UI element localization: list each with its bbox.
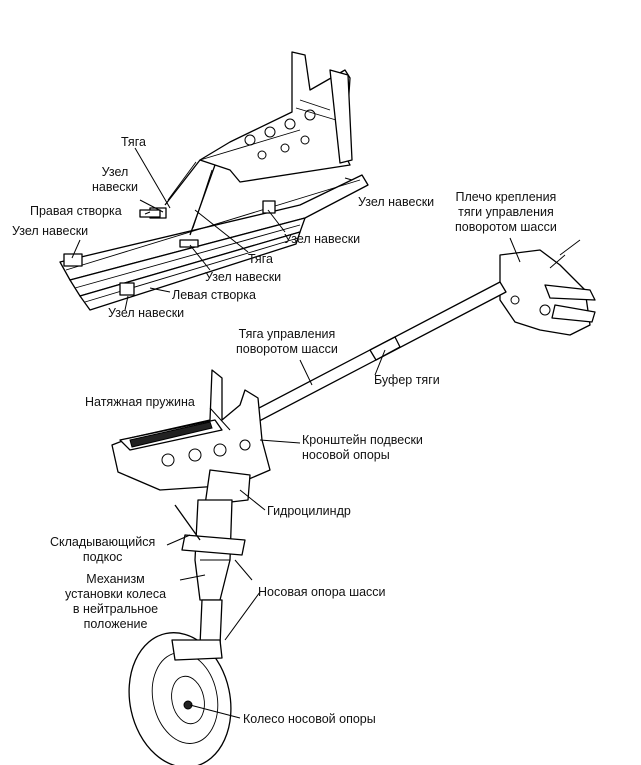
label-uzel-navesky-left-top: Узел навески	[92, 165, 139, 194]
label-gidrocilindr: Гидроцилиндр	[267, 504, 351, 518]
label-tyaga-upravleniya: Тяга управления поворотом шасси	[236, 327, 338, 356]
label-nosovaya-opora: Носовая опора шасси	[258, 585, 386, 599]
label-uzel-navesky-far-left: Узел навески	[12, 224, 89, 238]
leader-lines	[71, 147, 521, 719]
steering-arm-assembly	[499, 239, 596, 336]
label-plecho: Плечо крепления тяги управления поворото…	[455, 190, 557, 234]
label-tyaga-top: Тяга	[121, 135, 146, 149]
wheel-well-assembly	[59, 51, 369, 311]
label-levaya-stvorka: Левая створка	[172, 288, 256, 302]
label-uzel-navesky-mid: Узел навески	[284, 232, 361, 246]
nose-gear-assembly	[111, 369, 271, 765]
label-natyazhnaya-pruzhina: Натяжная пружина	[85, 395, 195, 409]
label-uzel-navesky-center: Узел навески	[205, 270, 282, 284]
label-uzel-navesky-right-top: Узел навески	[358, 195, 435, 209]
label-skladyvayushiysya: Складывающийся подкос	[50, 535, 156, 564]
label-uzel-navesky-bottom: Узел навески	[108, 306, 185, 320]
label-kronshtein: Кронштейн подвески носовой опоры	[302, 433, 423, 462]
label-bufer-tyagi: Буфер тяги	[374, 373, 440, 387]
label-pravaya-stvorka: Правая створка	[30, 204, 122, 218]
label-mekhanizm: Механизм установки колеса в нейтральное …	[65, 572, 167, 631]
label-tyaga-mid: Тяга	[248, 252, 273, 266]
steering-rod	[235, 281, 507, 431]
label-koleso: Колесо носовой опоры	[243, 712, 376, 726]
